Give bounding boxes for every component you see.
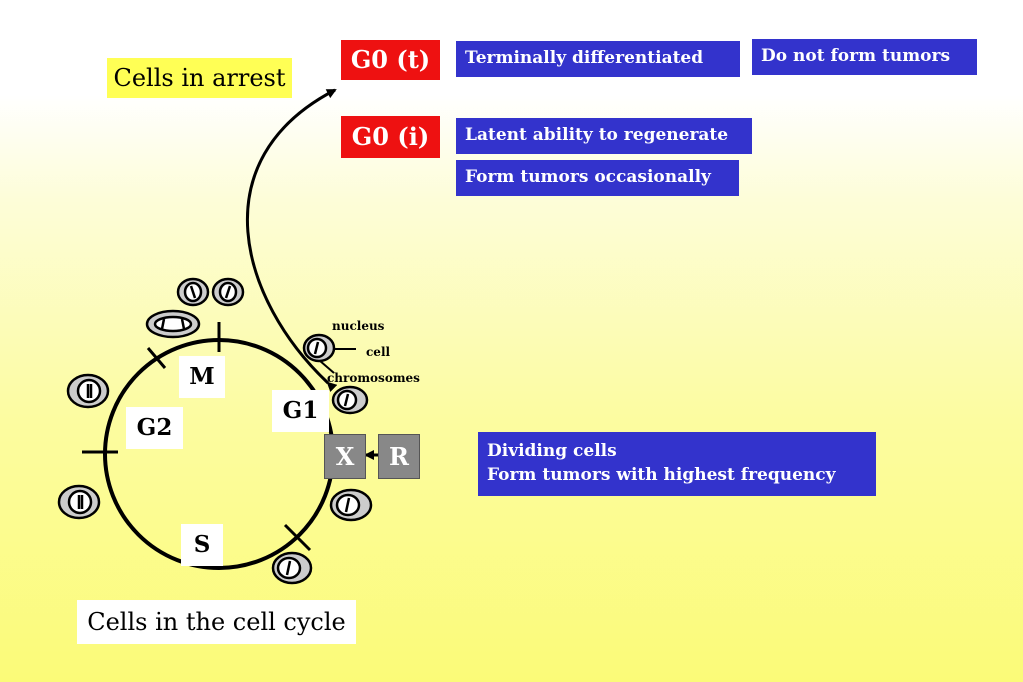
cell-icon xyxy=(331,385,369,415)
arrest-arrow xyxy=(245,88,338,393)
checkpoint-x: X xyxy=(324,434,366,479)
cell-icon xyxy=(57,484,101,520)
nucleus-label: nucleus xyxy=(332,319,385,333)
phase-m-label: M xyxy=(179,356,225,398)
cell-icon xyxy=(211,277,245,307)
cell-icon xyxy=(329,488,373,522)
cell-icon xyxy=(302,333,336,363)
g0i-desc: Latent ability to regenerate xyxy=(456,118,752,154)
g0t-desc: Terminally differentiated xyxy=(456,41,740,77)
chromosomes-label: chromosomes xyxy=(327,371,420,385)
dividing-cells-info: Dividing cells Form tumors with highest … xyxy=(478,432,876,496)
tick-g1-s xyxy=(283,523,312,552)
checkpoint-r: R xyxy=(378,434,420,479)
cell-icon xyxy=(176,277,210,307)
cell-icon xyxy=(145,309,201,339)
dividing-cells-line1: Dividing cells xyxy=(487,441,617,461)
g0i-label: G0 (i) xyxy=(341,116,440,158)
g0i-note: Form tumors occasionally xyxy=(456,160,739,196)
phase-g2-label: G2 xyxy=(126,407,183,449)
cell-icons xyxy=(57,277,373,585)
cell-icon xyxy=(271,551,313,585)
g0t-note: Do not form tumors xyxy=(752,39,977,75)
g0t-label: G0 (t) xyxy=(341,40,440,80)
dividing-cells-line2: Form tumors with highest frequency xyxy=(487,465,836,485)
cell-label: cell xyxy=(366,345,391,359)
phase-s-label: S xyxy=(181,524,223,566)
cell-icon xyxy=(66,373,110,409)
cells-in-cycle-label: Cells in the cell cycle xyxy=(77,600,356,644)
tick-g2-m xyxy=(146,347,167,369)
cells-in-arrest-label: Cells in arrest xyxy=(107,58,292,98)
phase-g1-label: G1 xyxy=(272,390,329,432)
